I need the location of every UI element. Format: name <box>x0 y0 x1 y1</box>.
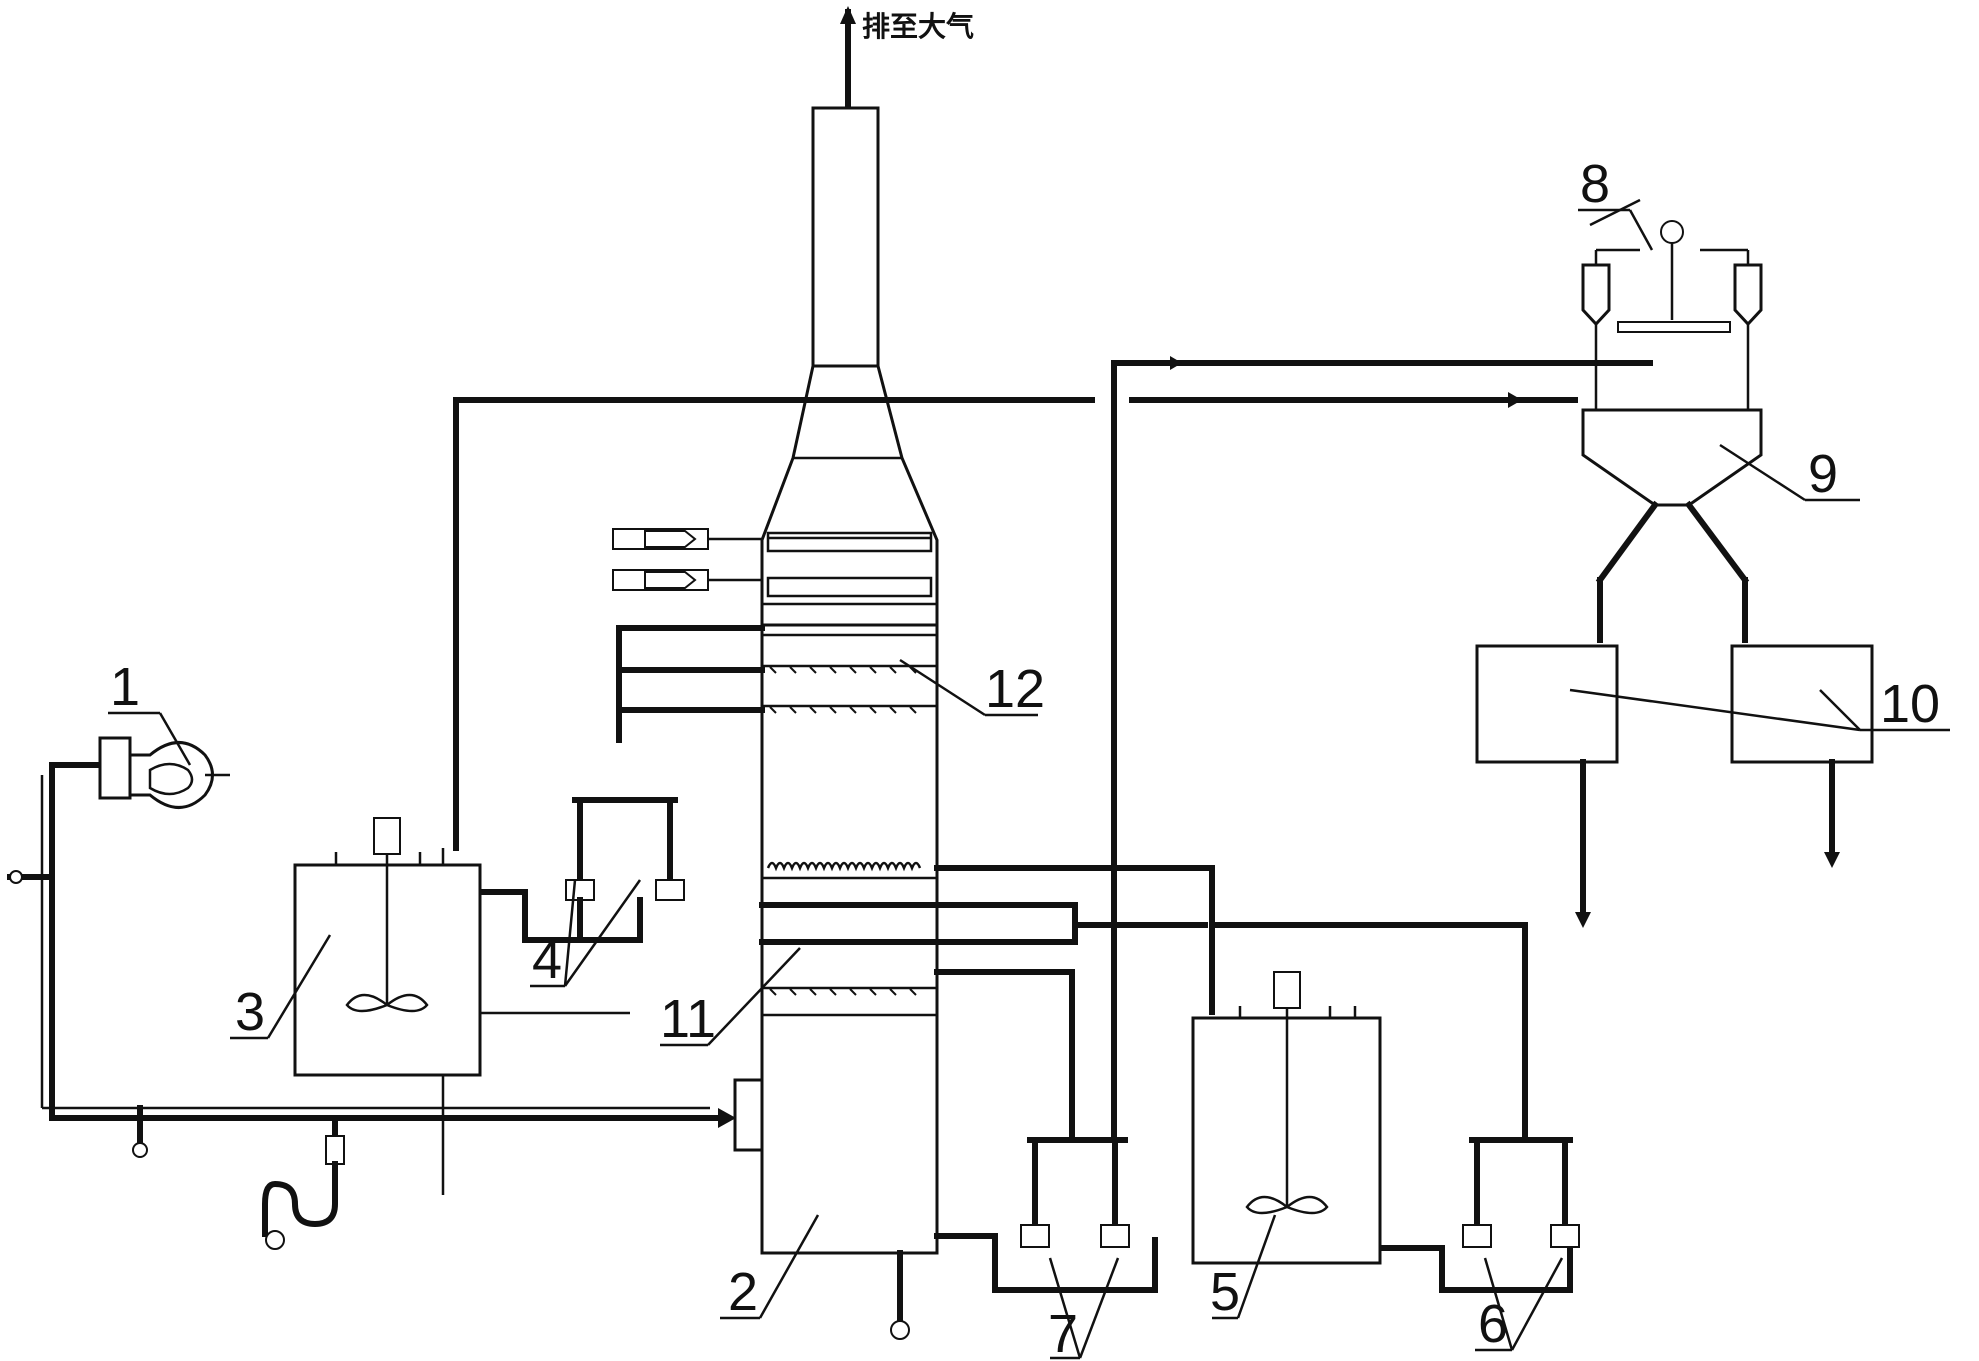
filter-unit-left <box>1475 644 1619 764</box>
tank-5-impeller <box>1245 1195 1329 1215</box>
label-4: 4 <box>532 930 562 990</box>
label-1: 1 <box>110 657 140 717</box>
demister-section <box>762 531 937 606</box>
pump-4b-icon <box>655 879 685 901</box>
hydrocyclone-8 <box>1581 198 1763 410</box>
label-3: 3 <box>235 982 265 1042</box>
tank-3-agitator-motor <box>373 817 401 855</box>
pump-7a-icon <box>1020 1224 1050 1248</box>
pump-6a-icon <box>1462 1224 1492 1248</box>
pipe-network <box>7 356 1653 1340</box>
label-7: 7 <box>1048 1304 1078 1361</box>
component-labels: 排至大气 1 2 3 4 5 6 7 8 9 10 11 12 <box>110 10 1940 1361</box>
absorption-tower <box>733 6 939 1255</box>
slurry-tank-3 <box>293 817 482 1077</box>
label-10: 10 <box>1880 674 1940 734</box>
pump-group-7 <box>1020 1137 1130 1248</box>
pump-group-6 <box>1462 1137 1580 1248</box>
leader-lines <box>108 208 1950 1360</box>
demister-2 <box>766 576 933 598</box>
label-9: 9 <box>1808 444 1838 504</box>
stack-top <box>811 106 880 368</box>
exhaust-arrow-icon <box>840 6 856 24</box>
pump-group-4 <box>565 797 685 943</box>
stack-transition <box>760 364 939 627</box>
slurry-tank-5 <box>1191 971 1382 1265</box>
thickener-body <box>1581 408 1763 507</box>
gauge-icon <box>1660 220 1684 244</box>
filter-units-10 <box>1475 644 1874 928</box>
label-2: 2 <box>728 1262 758 1322</box>
fan-flange <box>98 736 132 800</box>
label-12: 12 <box>985 659 1045 719</box>
tank-3-impeller <box>345 993 429 1013</box>
demister-1 <box>766 531 933 553</box>
fan-body <box>128 741 214 809</box>
cyclone-right <box>1733 263 1763 327</box>
pump-6b-icon <box>1550 1224 1580 1248</box>
thickener-9 <box>1581 408 1763 643</box>
exhaust-label: 排至大气 <box>862 10 974 43</box>
filter-unit-right <box>1730 644 1874 764</box>
flue-gas-inlet <box>733 1078 764 1152</box>
label-11: 11 <box>660 989 716 1049</box>
label-5: 5 <box>1210 1262 1240 1322</box>
tank-5-agitator-motor <box>1273 971 1301 1009</box>
cyclone-left <box>1581 263 1611 327</box>
pump-7b-icon <box>1100 1224 1130 1248</box>
spray-layers-lower <box>759 861 940 996</box>
booster-fan <box>98 736 230 809</box>
top-feed-devices <box>612 528 762 591</box>
label-8: 8 <box>1580 154 1610 214</box>
label-6: 6 <box>1478 1294 1508 1354</box>
